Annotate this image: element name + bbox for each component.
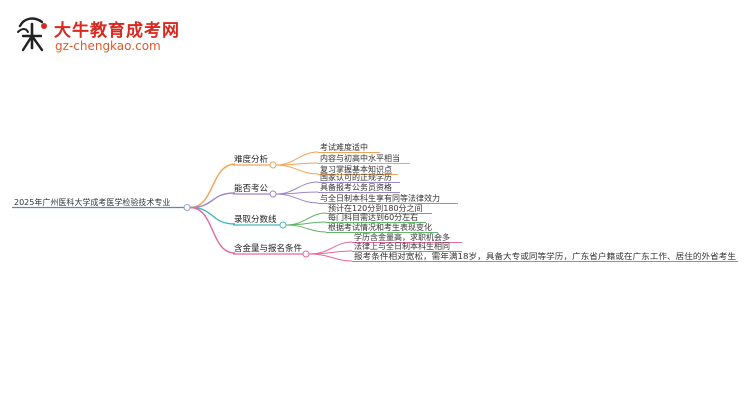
leaf-node: 国家认可的正规学历 bbox=[320, 172, 392, 182]
leaf-node: 内容与初高中水平相当 bbox=[320, 153, 400, 163]
branch-label: 录取分数线 bbox=[234, 214, 277, 225]
brand-title: 大牛教育成考网 bbox=[54, 21, 180, 41]
root-connector bbox=[183, 204, 191, 211]
leaf-node: 学历含金量高，求职机会多 bbox=[354, 232, 450, 242]
branch-difficulty[interactable]: 难度分析 考试难度适中 内容与初高中水平相当 复习掌握基本知识点 bbox=[233, 142, 410, 175]
leaf-node: 与全日制本科生享有同等法律效力 bbox=[320, 193, 440, 203]
root-node: 2025年广州医科大学成考医学检验技术专业 bbox=[14, 197, 170, 207]
leaf-node: 预计在120分到180分之间 bbox=[328, 203, 423, 213]
leaf-node: 根据考试情况和考生表现变化 bbox=[328, 222, 432, 232]
branch-value-requirements[interactable]: 含金量与报名条件 学历含金量高，求职机会多 法律上与全日制本科生相同 报考条件相… bbox=[233, 232, 738, 262]
leaf-node: 报考条件相对宽松，需年满18岁，具备大专或同等学历，广东省户籍或在广东工作、居住… bbox=[354, 251, 736, 261]
leaf-node: 每门科目需达到60分左右 bbox=[328, 212, 418, 222]
branch-link-difficulty bbox=[189, 163, 236, 209]
branch-link-cutoff bbox=[189, 206, 236, 225]
leaf-node: 复习掌握基本知识点 bbox=[320, 164, 392, 174]
leaf-node: 考试难度适中 bbox=[320, 142, 368, 152]
branch-label: 含金量与报名条件 bbox=[234, 243, 303, 254]
branch-label: 难度分析 bbox=[234, 154, 269, 165]
bull-logo-icon bbox=[17, 17, 47, 52]
leaf-node: 具备报考公务员资格 bbox=[320, 182, 392, 192]
site-logo[interactable]: 大牛教育成考网 gz-chengkao.com bbox=[14, 14, 179, 58]
branch-civil-service[interactable]: 能否考公 国家认可的正规学历 具备报考公务员资格 与全日制本科生享有同等法律效力 bbox=[233, 172, 458, 204]
leaf-node: 法律上与全日制本科生相同 bbox=[354, 241, 450, 251]
branch-link-value bbox=[189, 206, 236, 254]
branch-label: 能否考公 bbox=[234, 183, 269, 194]
branch-link-civil-service bbox=[189, 192, 236, 209]
branch-cutoff-score[interactable]: 录取分数线 预计在120分到180分之间 每门科目需达到60分左右 根据考试情况… bbox=[233, 203, 438, 233]
brand-url[interactable]: gz-chengkao.com bbox=[55, 39, 161, 53]
